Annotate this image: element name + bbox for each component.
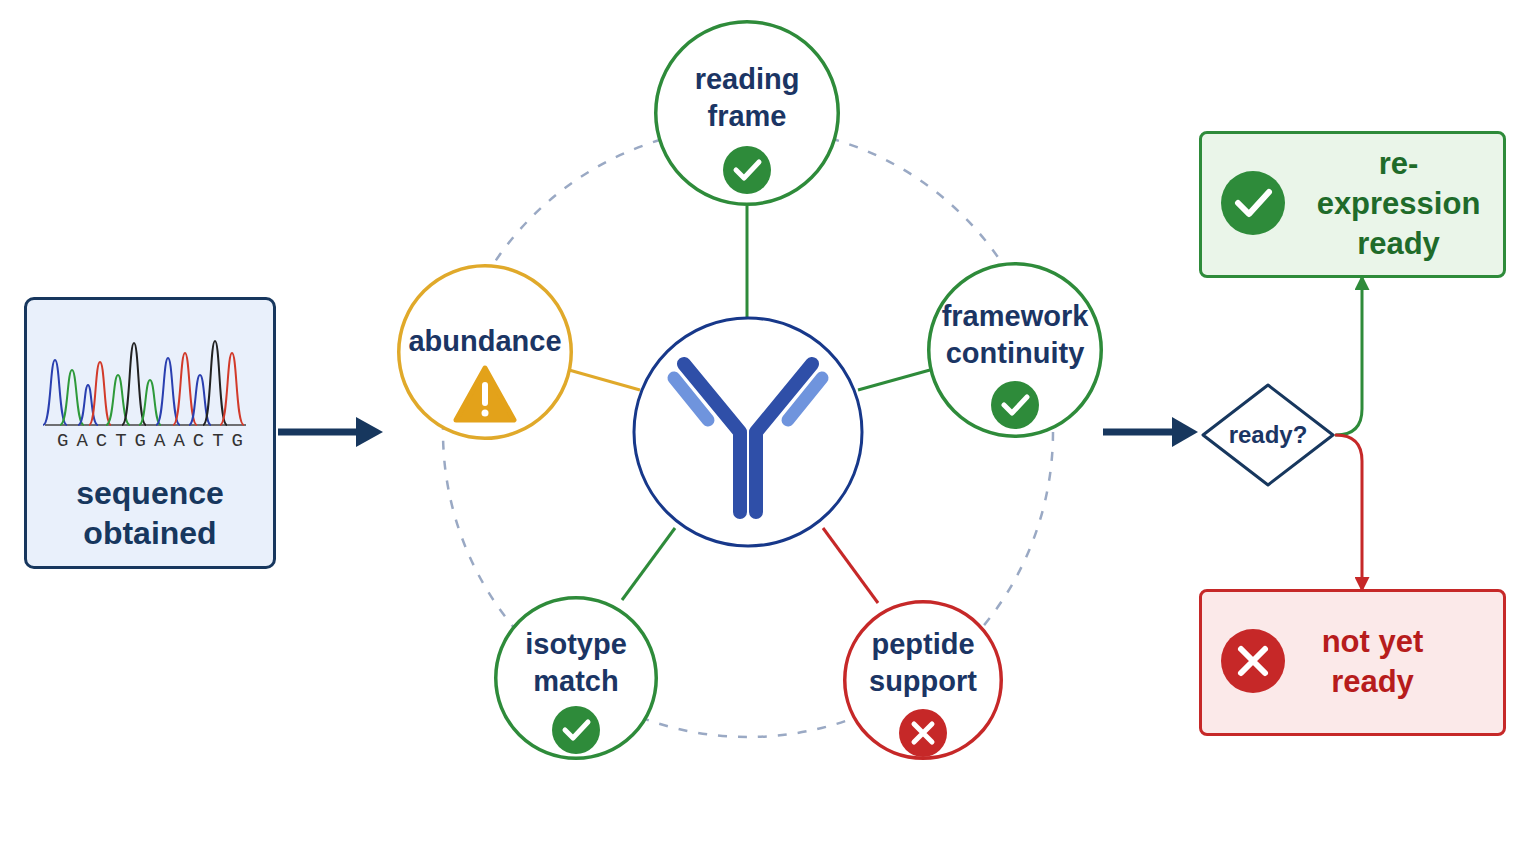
outcome-box: re-expression ready <box>1199 131 1506 278</box>
node-label: isotype match <box>501 626 651 700</box>
check-icon <box>1221 171 1285 235</box>
text-stack: GACTGAACTG sequence obtained <box>27 300 273 566</box>
text-stack: re-expression ready <box>1202 134 1503 275</box>
icon-disc <box>552 706 600 754</box>
flow-arrow <box>278 417 383 447</box>
icon-disc <box>1221 629 1285 693</box>
cross-icon <box>1221 629 1285 693</box>
text-stack: isotype match <box>494 596 658 760</box>
heavy-chain <box>756 364 812 512</box>
cross-mark <box>914 724 932 742</box>
arrow-shaft <box>278 429 360 436</box>
spoke-line <box>823 528 878 603</box>
check-mark <box>565 722 588 738</box>
light-chain <box>788 378 822 420</box>
outcome-box: not yet ready <box>1199 589 1506 736</box>
antibody-icon <box>674 364 822 512</box>
circle-shape <box>399 266 572 439</box>
warning-icon <box>456 368 514 420</box>
base-calls: GACTGAACTG <box>49 429 251 453</box>
check-circle: isotype match <box>494 596 658 760</box>
trace-peak <box>173 353 197 425</box>
decision-diamond: ready? <box>1200 382 1336 488</box>
chromatogram <box>43 341 246 425</box>
circle-shape <box>656 22 839 205</box>
dashed-ring <box>443 127 1053 737</box>
spoke-line <box>622 528 675 600</box>
text-stack: ready? <box>1200 382 1336 488</box>
node-label: sequence obtained <box>55 473 245 553</box>
arrow-shaft <box>1103 429 1176 436</box>
warning-triangle <box>456 368 514 420</box>
text-stack: peptide support <box>843 600 1003 760</box>
spoke-line <box>858 370 930 390</box>
arrow-head <box>356 417 383 447</box>
check-mark <box>1238 192 1269 214</box>
circle-shape <box>929 264 1102 437</box>
icon-disc <box>1221 171 1285 235</box>
icon-disc <box>899 709 947 757</box>
arrow-head <box>1172 417 1198 447</box>
trace-peak <box>156 358 180 425</box>
check-circle: reading frame <box>654 20 840 206</box>
decision-branch <box>1336 435 1362 589</box>
trace-peak <box>106 375 130 425</box>
trace-peak <box>203 341 227 425</box>
trace-peak <box>220 353 244 425</box>
trace-peak <box>60 370 84 425</box>
check-icon <box>723 146 771 194</box>
node-label: not yet ready <box>1308 622 1438 702</box>
check-circle: abundance <box>397 264 573 440</box>
check-icon <box>991 381 1039 429</box>
warning-bar <box>482 382 488 406</box>
node-label: reading frame <box>667 61 827 135</box>
circle-shape <box>845 602 1002 759</box>
circle-shape <box>496 598 657 759</box>
spoke-line <box>569 370 640 390</box>
node-label: peptide support <box>848 626 998 700</box>
node-label: re-expression ready <box>1298 144 1499 264</box>
light-chain <box>674 378 708 420</box>
trace-peak <box>189 375 211 425</box>
check-icon <box>552 706 600 754</box>
input-box: GACTGAACTG sequence obtained <box>24 297 276 569</box>
text-stack: framework continuity <box>927 262 1103 438</box>
text-stack: not yet ready <box>1202 592 1503 733</box>
heavy-chain <box>684 364 740 512</box>
trace-peak <box>89 362 111 425</box>
spoke-line <box>746 206 749 318</box>
trace-peak <box>122 343 146 425</box>
text-stack: abundance <box>397 264 573 440</box>
node-label: framework continuity <box>931 298 1099 372</box>
trace-peak <box>139 380 161 425</box>
flow-arrow <box>1103 417 1198 447</box>
trace-peak <box>78 385 98 425</box>
cross-icon <box>899 709 947 757</box>
diamond-shape <box>1203 385 1333 485</box>
cross-mark <box>1241 649 1265 673</box>
icon-disc <box>723 146 771 194</box>
node-label: ready? <box>1229 420 1308 450</box>
baseline <box>45 424 246 426</box>
node-label: abundance <box>408 323 561 360</box>
check-circle: framework continuity <box>927 262 1103 438</box>
decision-branch <box>1336 278 1362 435</box>
check-circle: peptide support <box>843 600 1003 760</box>
icon-disc <box>991 381 1039 429</box>
text-stack: reading frame <box>654 20 840 206</box>
check-mark <box>736 162 759 178</box>
trace-peak <box>43 360 67 425</box>
center-circle <box>634 318 862 546</box>
warning-dot <box>482 410 489 417</box>
check-mark <box>1004 397 1027 413</box>
